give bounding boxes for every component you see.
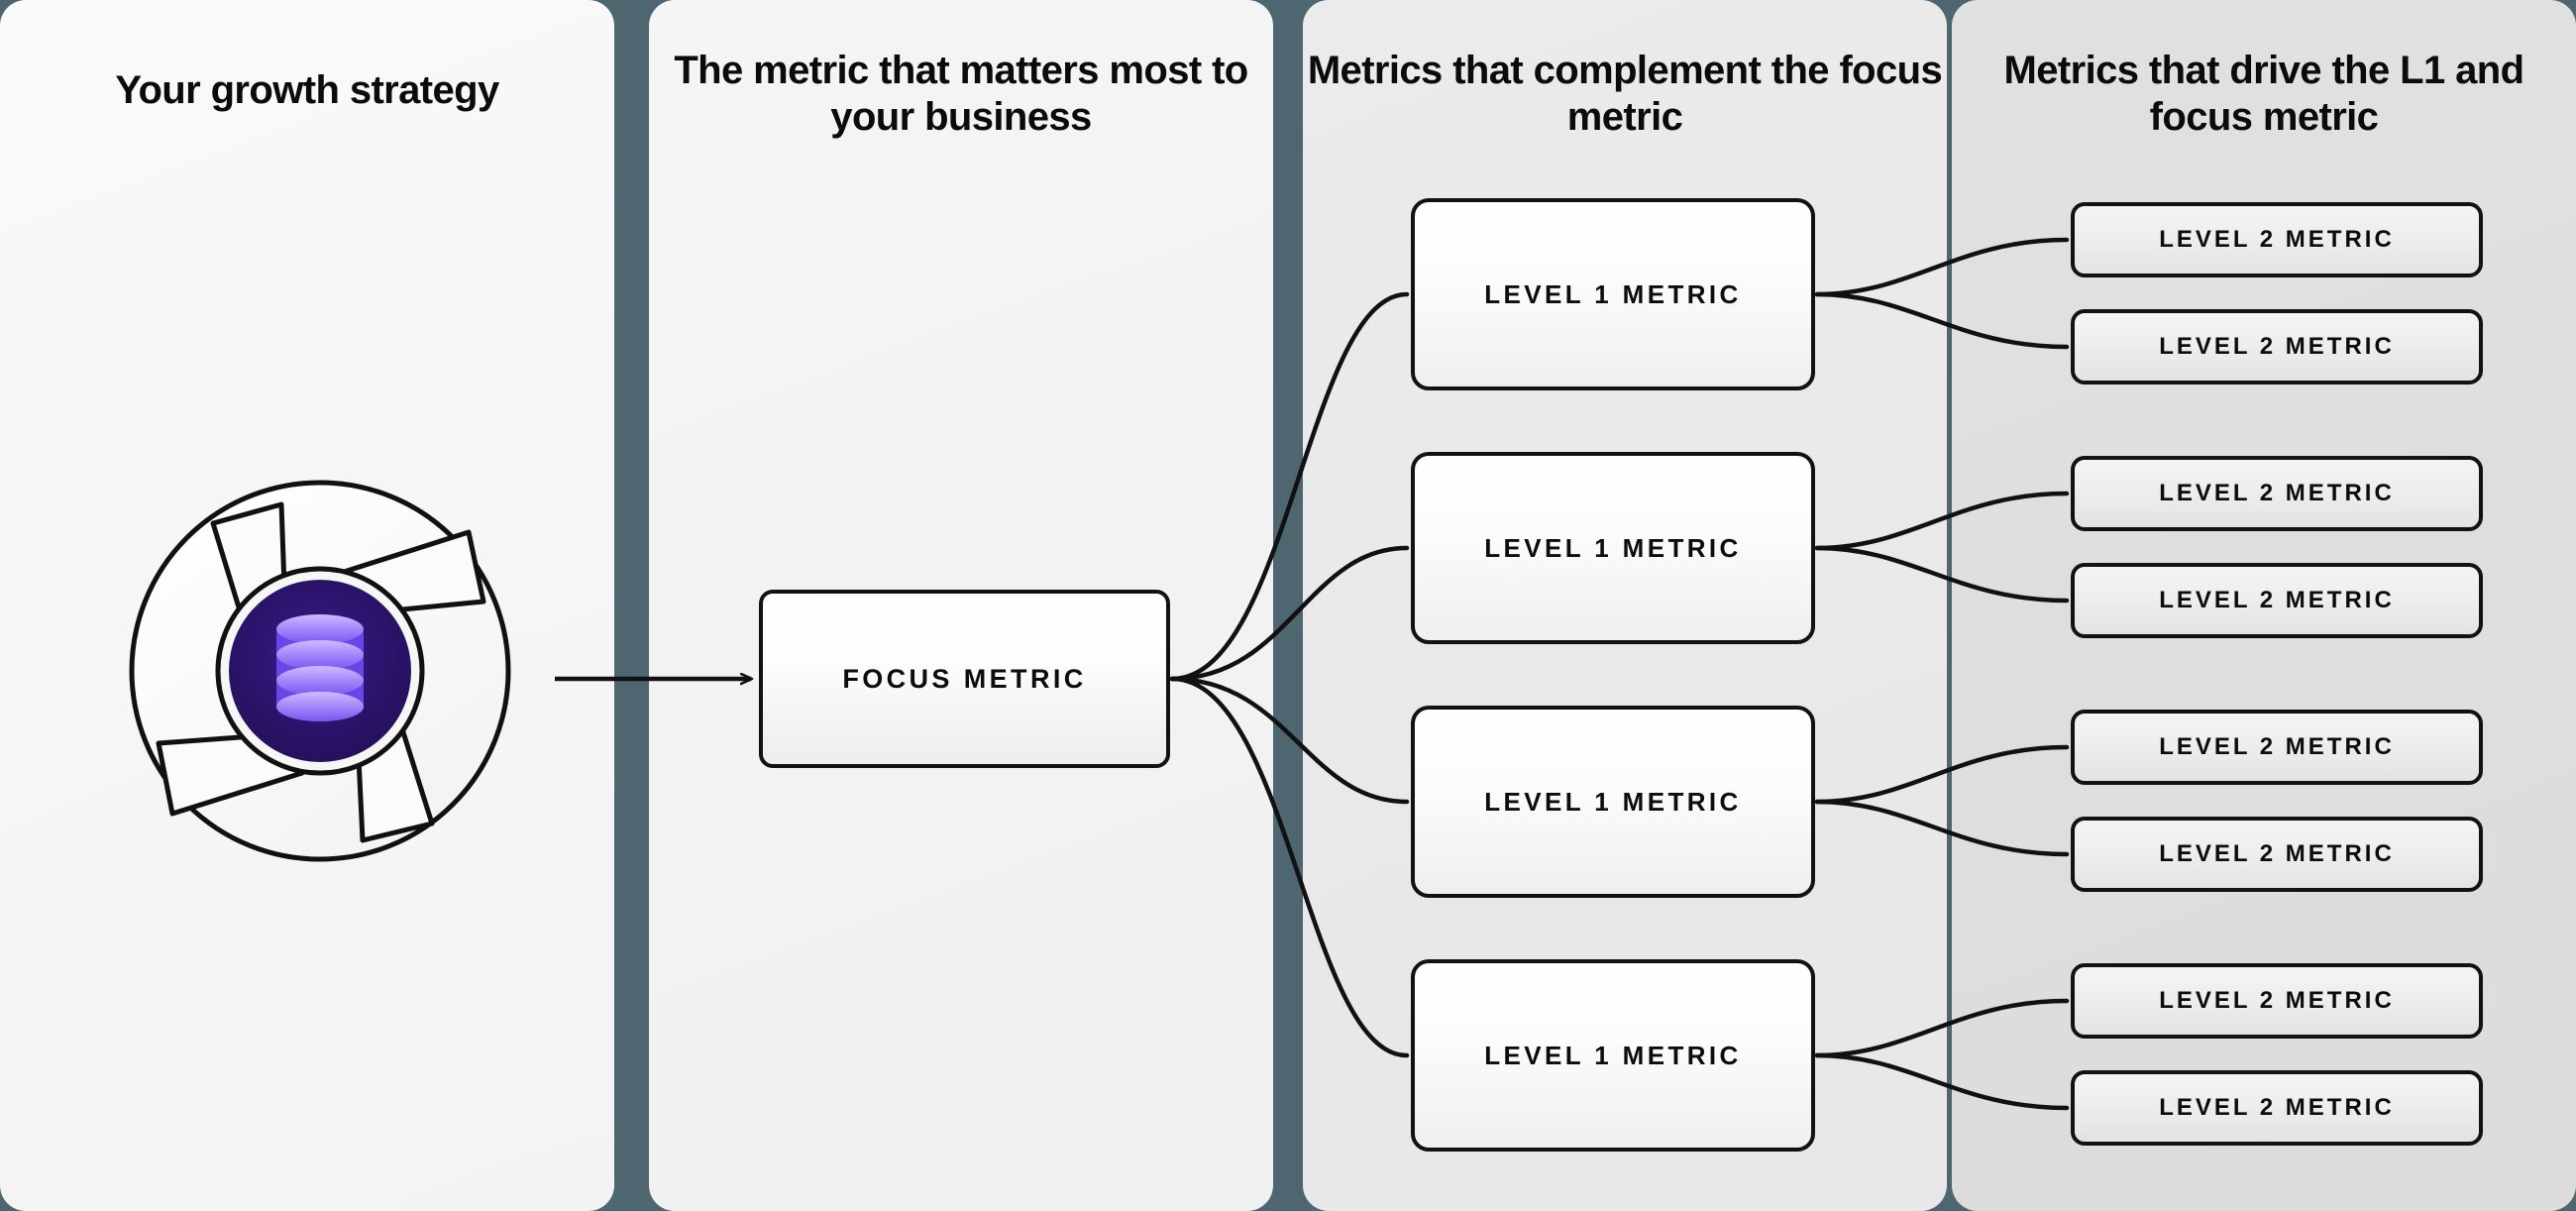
column-title-focus-metric: The metric that matters most to your bus… (674, 49, 1248, 140)
node-level2-metric-6[interactable]: LEVEL 2 METRIC (2071, 817, 2483, 892)
column-title-growth-strategy: Your growth strategy (115, 68, 499, 112)
node-level2-metric-3[interactable]: LEVEL 2 METRIC (2071, 456, 2483, 531)
column-title-complement-metrics: Metrics that complement the focus metric (1307, 49, 1943, 140)
node-level1-metric-3[interactable]: LEVEL 1 METRIC (1411, 706, 1815, 898)
node-level1-metric-2[interactable]: LEVEL 1 METRIC (1411, 452, 1815, 644)
node-level2-metric-8[interactable]: LEVEL 2 METRIC (2071, 1070, 2483, 1146)
node-level2-metric-4[interactable]: LEVEL 2 METRIC (2071, 563, 2483, 638)
database-icon (276, 614, 364, 721)
node-level2-metric-7[interactable]: LEVEL 2 METRIC (2071, 963, 2483, 1039)
growth-cycle-emblem (129, 480, 511, 862)
node-level2-metric-1[interactable]: LEVEL 2 METRIC (2071, 202, 2483, 277)
node-level2-metric-2[interactable]: LEVEL 2 METRIC (2071, 309, 2483, 385)
node-level1-metric-4[interactable]: LEVEL 1 METRIC (1411, 959, 1815, 1152)
column-title-driver-metrics: Metrics that drive the L1 and focus metr… (2003, 49, 2525, 140)
node-level1-metric-1[interactable]: LEVEL 1 METRIC (1411, 198, 1815, 390)
node-focus-metric[interactable]: FOCUS METRIC (759, 590, 1170, 768)
node-level2-metric-5[interactable]: LEVEL 2 METRIC (2071, 710, 2483, 785)
